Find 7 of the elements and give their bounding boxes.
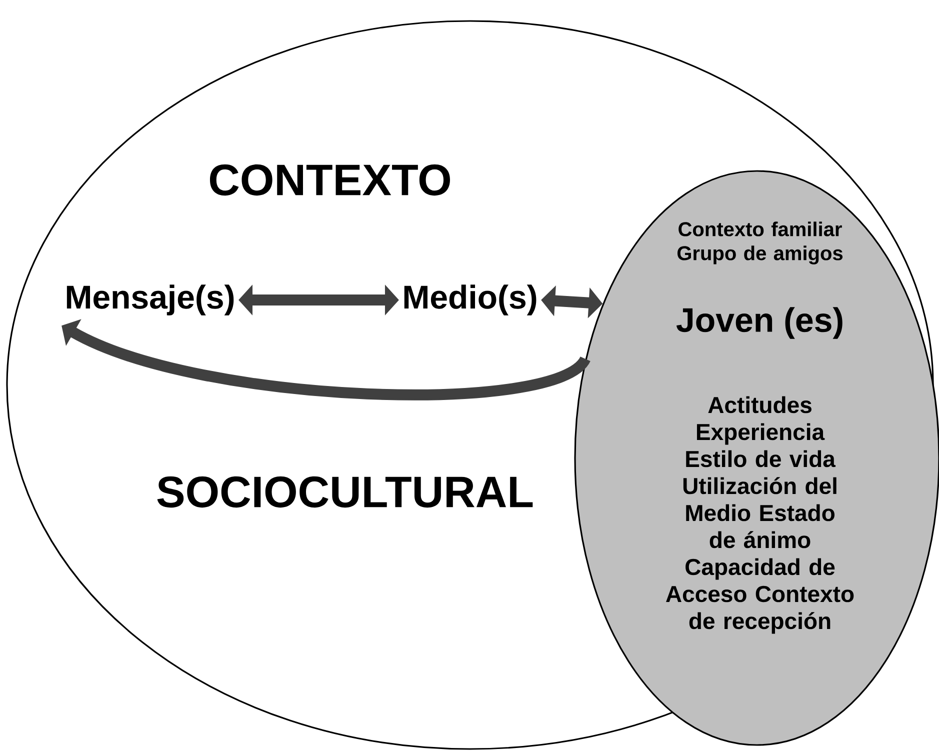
label-text: CONTEXTO [210, 164, 450, 196]
label-text: Joven (es) [676, 307, 842, 339]
label-text: Contexto familiar Grupo de amigos [677, 222, 843, 264]
label-text: SOCIOCULTURAL [157, 476, 533, 508]
label-text: Actitudes Experiencia Estilo de vida Utilización del Medio Estado de ánimo Capacidad de Acceso Contexto de recepción [666, 396, 854, 634]
label-text: Mensaje(s) [66, 284, 234, 316]
label-text: Medio(s) [404, 284, 536, 316]
